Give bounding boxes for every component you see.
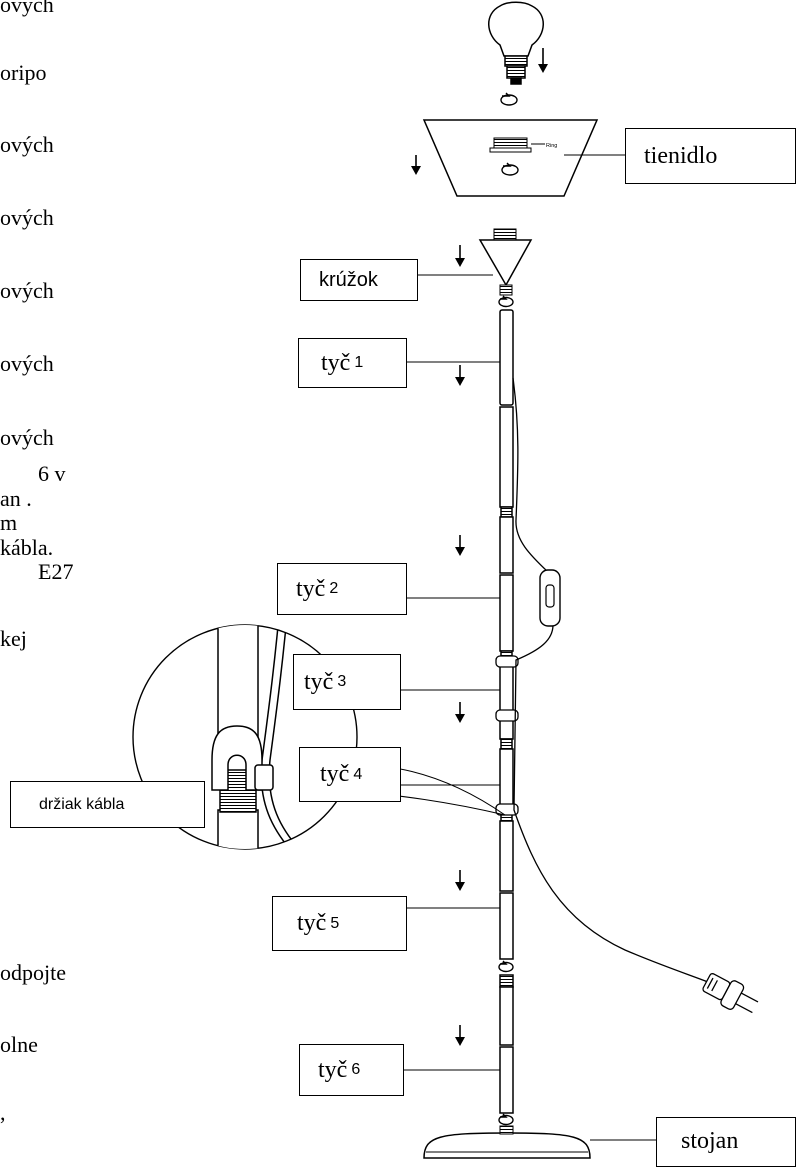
shade-arrow (411, 155, 421, 175)
label-cable-holder: držiak kábla (10, 781, 205, 828)
base-stand (423, 1125, 591, 1159)
text-fragment: oripo (0, 60, 47, 85)
text-fragment: kej (0, 626, 27, 651)
rotate-icons-lower (498, 960, 514, 1126)
label-ring-text: krúžok (319, 268, 378, 291)
light-bulb (488, 1, 544, 85)
leader-lines (329, 361, 656, 1141)
text-fragment: an . (0, 486, 32, 511)
bulb-arrow (538, 48, 548, 73)
lamp-shade: Ring (422, 119, 599, 197)
text-fragment: ových (0, 205, 54, 230)
label-shade: tienidlo (625, 128, 796, 184)
text-fragment: E27 (38, 559, 74, 584)
label-rod-3-num: 3 (337, 673, 347, 690)
rotate-icon (500, 92, 518, 106)
inline-switch (539, 569, 561, 627)
text-fragment: ových (0, 425, 54, 450)
power-cable (512, 377, 709, 983)
rod-segments (499, 309, 514, 1139)
text-fragment: olne (0, 1032, 38, 1057)
label-rod-1-word: tyč (321, 349, 351, 376)
label-rod-6-num: 6 (351, 1061, 361, 1078)
text-fragment: , (0, 1100, 6, 1125)
text-fragment: ových (0, 0, 54, 17)
ring-tag: Ring (546, 143, 557, 149)
label-base-text: stojan (681, 1128, 739, 1154)
label-rod-2-word: tyč (296, 575, 326, 602)
label-rod-4-num: 4 (353, 765, 363, 783)
label-cable-holder-text: držiak kábla (39, 795, 125, 813)
text-fragment: ových (0, 132, 54, 157)
label-rod-5-num: 5 (330, 914, 340, 932)
label-rod-4-word: tyč (320, 761, 350, 787)
ring-cone (478, 228, 533, 308)
text-fragment: ových (0, 278, 54, 303)
power-plug (702, 973, 759, 1014)
label-base: stojan (656, 1117, 796, 1167)
text-fragment: odpojte (0, 960, 66, 985)
assembly-arrows (455, 365, 465, 1046)
ring-arrow (455, 245, 465, 267)
label-rod-5-word: tyč (297, 910, 327, 936)
text-fragment: kábla. (0, 535, 54, 560)
label-rod-1-num: 1 (354, 354, 364, 371)
label-shade-text: tienidlo (644, 142, 718, 169)
text-fragment: ových (0, 351, 54, 376)
label-rod-3-word: tyč (304, 668, 334, 695)
cable-holder-zoom (132, 624, 358, 850)
label-ring: krúžok (300, 259, 418, 301)
text-fragment: m (0, 510, 18, 535)
label-rod-6-word: tyč (318, 1056, 348, 1083)
label-rod-2-num: 2 (329, 580, 339, 597)
text-fragment: 6 v (38, 461, 66, 486)
